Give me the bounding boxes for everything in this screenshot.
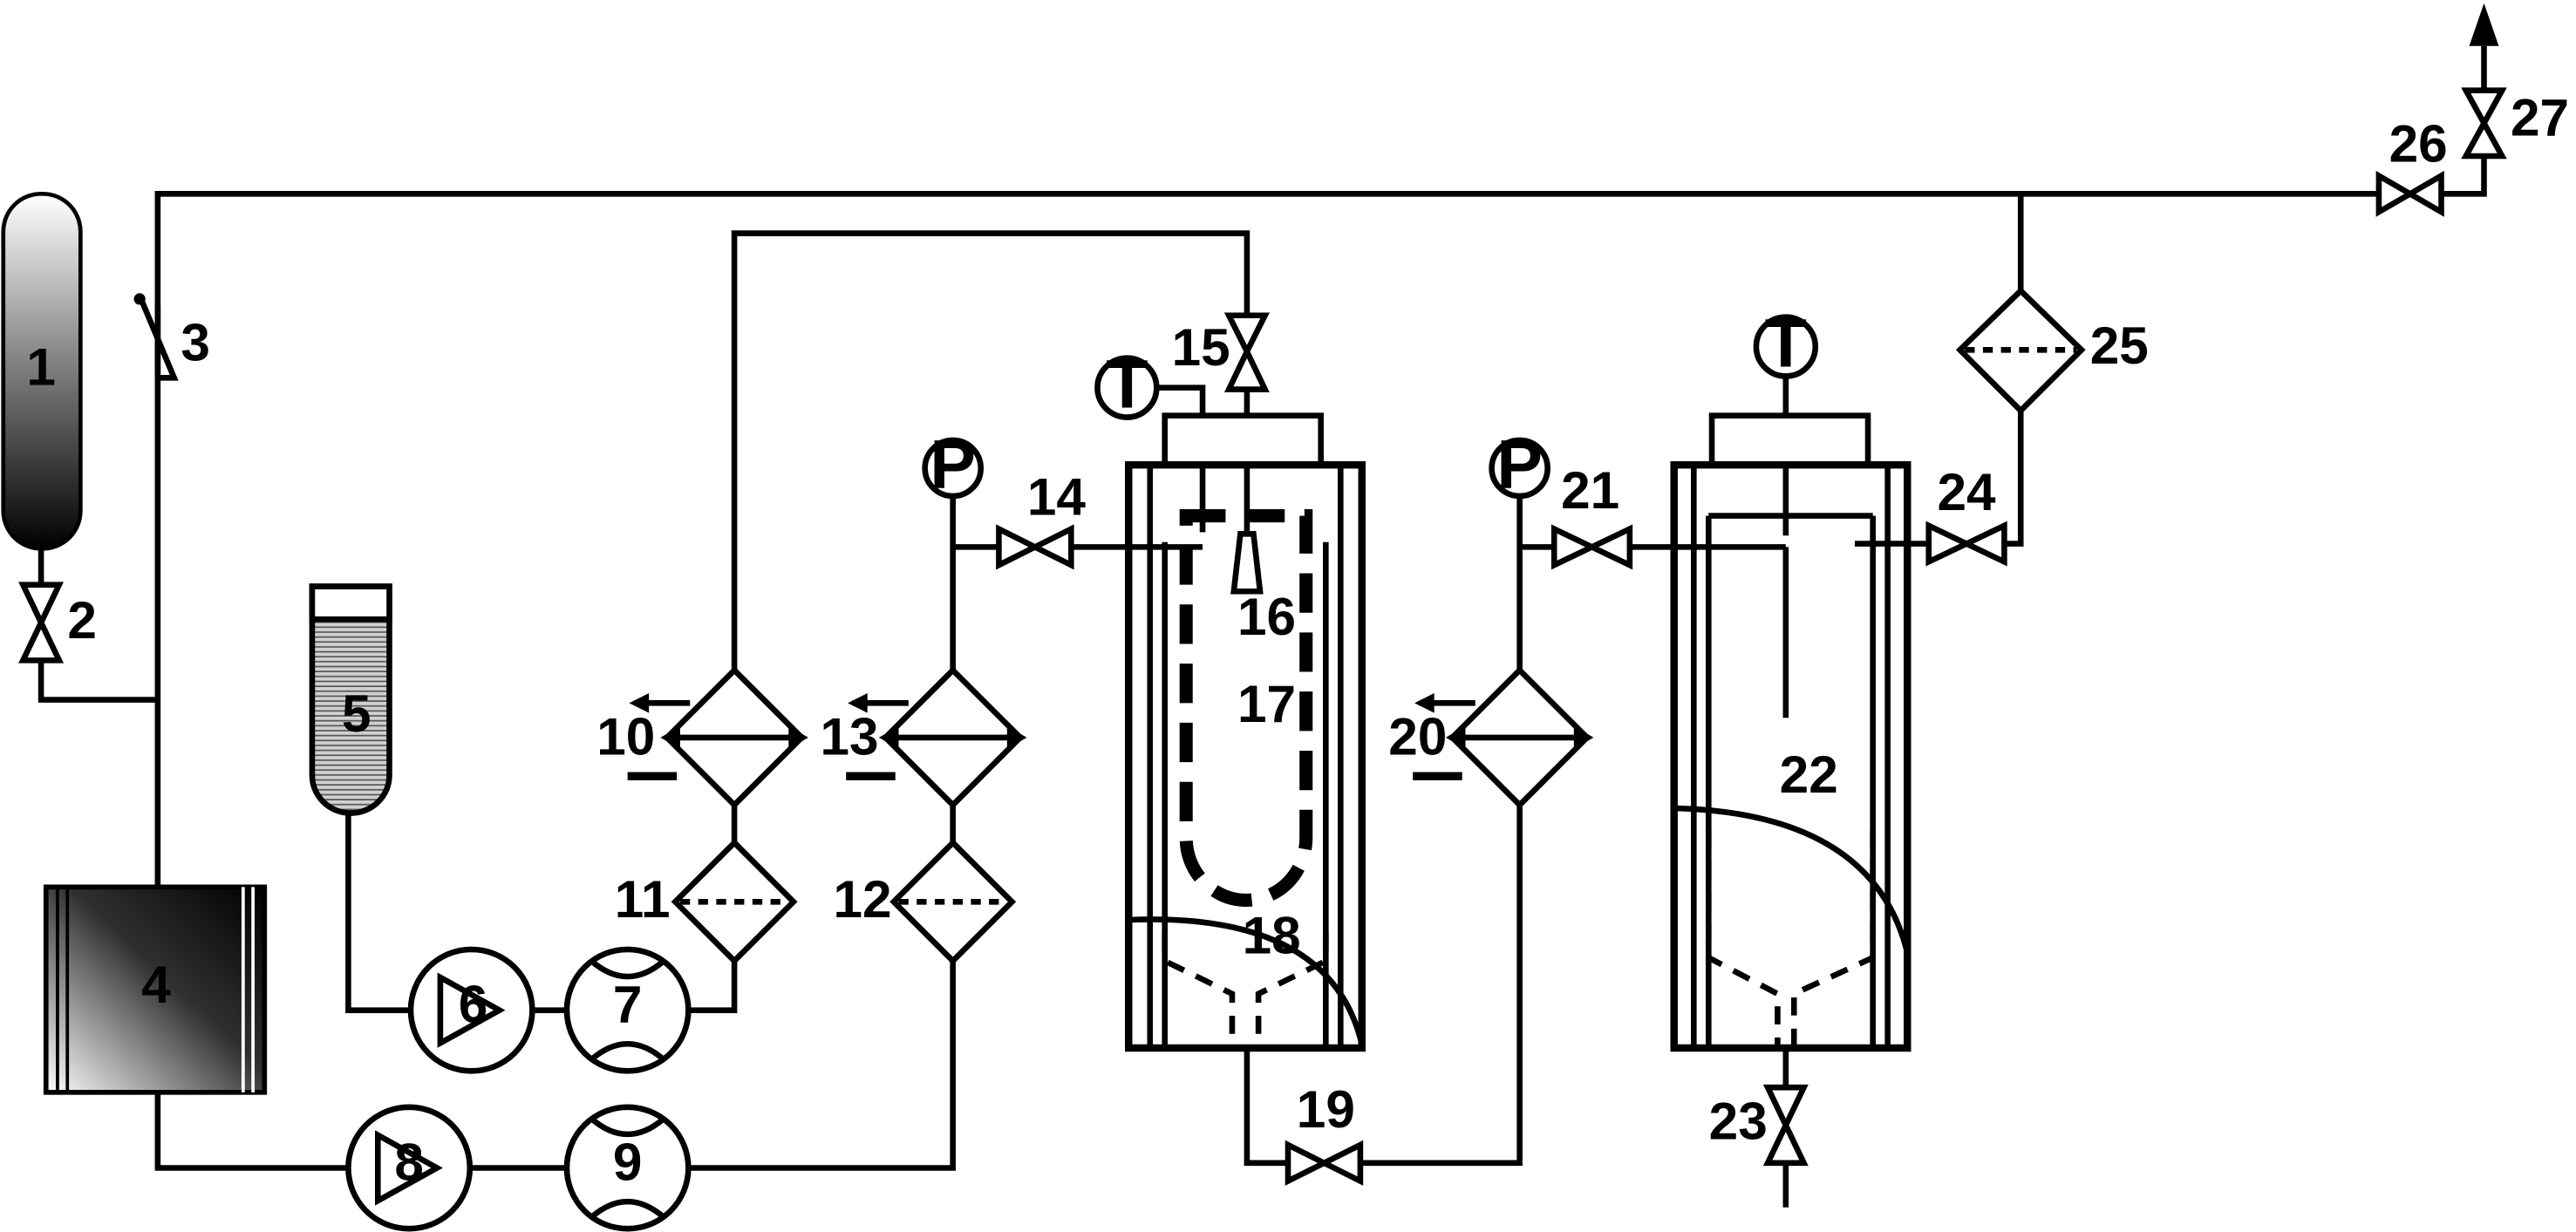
valve-2 bbox=[18, 582, 65, 664]
label-10: 10 bbox=[596, 707, 655, 766]
temperature-gauge-right: T bbox=[1753, 303, 1819, 381]
svg-text:T: T bbox=[1765, 303, 1807, 381]
filter-11 bbox=[671, 838, 798, 965]
label-6: 6 bbox=[459, 975, 488, 1034]
valve-27 bbox=[2461, 87, 2507, 160]
label-1: 1 bbox=[26, 337, 56, 397]
svg-text:T: T bbox=[1106, 344, 1148, 422]
flow-meter-7 bbox=[563, 946, 692, 1074]
valve-15 bbox=[1223, 312, 1270, 392]
valve-24 bbox=[1925, 521, 2007, 567]
label-21: 21 bbox=[1561, 460, 1619, 520]
filter-25 bbox=[1955, 286, 2086, 415]
label-18: 18 bbox=[1243, 906, 1301, 965]
label-11: 11 bbox=[615, 869, 671, 929]
pump-6 bbox=[407, 946, 535, 1074]
label-12: 12 bbox=[834, 869, 892, 929]
component-labels: 1 2 3 4 5 6 7 8 9 10 11 12 13 14 15 16 1… bbox=[26, 87, 2569, 1191]
temperature-gauge-left: T bbox=[1094, 344, 1160, 422]
valve-19 bbox=[1285, 1140, 1364, 1186]
svg-text:P: P bbox=[930, 425, 976, 503]
reactor-vessel bbox=[1125, 412, 1366, 1052]
label-17: 17 bbox=[1237, 674, 1296, 733]
label-23: 23 bbox=[1709, 1091, 1768, 1150]
gas-cylinder bbox=[1, 191, 83, 551]
label-8: 8 bbox=[394, 1133, 424, 1192]
valve-21 bbox=[1550, 524, 1633, 570]
heat-exchanger-20 bbox=[1413, 666, 1594, 809]
separator-vessel bbox=[1670, 412, 1912, 1052]
label-26: 26 bbox=[2389, 114, 2448, 174]
flow-meter-9 bbox=[563, 1104, 692, 1232]
label-4: 4 bbox=[141, 955, 171, 1014]
valve-23 bbox=[1762, 1084, 1809, 1167]
valve-26 bbox=[2375, 170, 2444, 217]
liquid-tank bbox=[43, 884, 268, 1095]
label-13: 13 bbox=[820, 707, 878, 766]
label-20: 20 bbox=[1388, 707, 1447, 766]
pressure-gauge-right: P bbox=[1489, 425, 1550, 503]
check-valve bbox=[137, 294, 179, 381]
label-9: 9 bbox=[613, 1133, 643, 1192]
heat-exchanger-13 bbox=[846, 666, 1027, 809]
label-25: 25 bbox=[2090, 316, 2149, 375]
pump-8 bbox=[345, 1104, 474, 1232]
label-27: 27 bbox=[2511, 87, 2569, 146]
svg-text:P: P bbox=[1496, 425, 1543, 503]
heat-exchanger-10 bbox=[627, 666, 808, 809]
pressure-gauge-left: P bbox=[922, 425, 985, 503]
valve-14 bbox=[996, 524, 1074, 570]
label-14: 14 bbox=[1027, 467, 1087, 527]
label-2: 2 bbox=[67, 590, 97, 650]
solvent-reservoir bbox=[309, 583, 392, 816]
label-24: 24 bbox=[1938, 462, 1997, 521]
label-22: 22 bbox=[1780, 745, 1838, 804]
label-15: 15 bbox=[1172, 317, 1230, 377]
label-19: 19 bbox=[1297, 1079, 1355, 1139]
label-7: 7 bbox=[613, 975, 643, 1034]
label-5: 5 bbox=[342, 684, 371, 743]
label-16: 16 bbox=[1237, 587, 1296, 646]
label-3: 3 bbox=[181, 312, 210, 371]
filter-12 bbox=[889, 838, 1017, 965]
